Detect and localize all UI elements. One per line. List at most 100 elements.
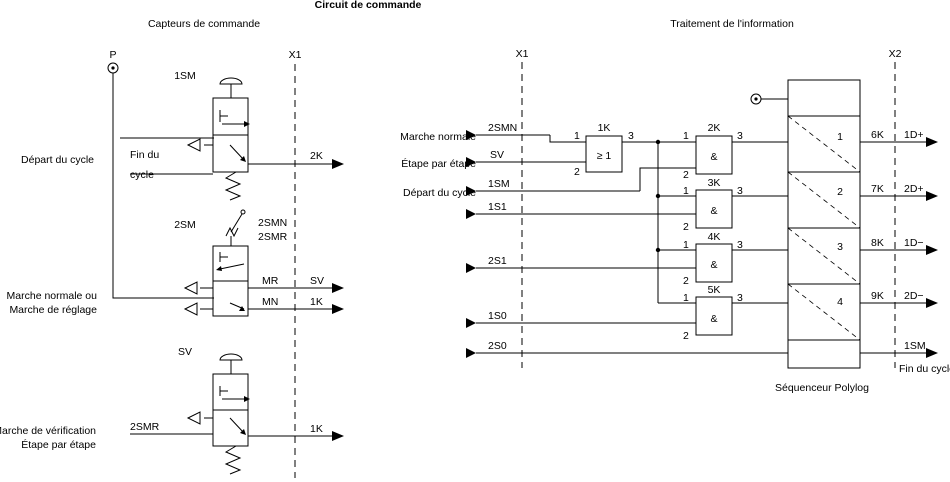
- sensor-1sm-description: Départ du cycle: [21, 154, 94, 166]
- step-1-number: 1: [837, 131, 843, 143]
- input-arrow-2smn: [466, 130, 476, 140]
- and-gate-2k-in1: 1: [683, 130, 689, 142]
- and-gate-2k-symbol: &: [710, 151, 717, 163]
- step-3-output: 1D−: [904, 237, 924, 249]
- logic-inputs: 2SMN SV 1SM 1S1 2S1 1S0 2S0: [466, 122, 788, 358]
- supply-line: [112, 73, 214, 299]
- and-gate-3k-out: 3: [737, 185, 743, 197]
- input-desc-marche-normale: Marche normale: [400, 131, 476, 143]
- input-arrow-2s1: [466, 263, 476, 273]
- sensor-2sm-out1: SV: [310, 275, 324, 287]
- and-gate-3k-symbol: &: [710, 205, 717, 217]
- input-arrow-2s0: [466, 348, 476, 358]
- pressure-source-icon: [107, 62, 119, 74]
- sensor-2sm: 2SM Marche normale ou Marche de réglage …: [7, 209, 344, 317]
- and-gate-3k-in2: 2: [683, 221, 689, 233]
- sensor-1sm-input-bottom: cycle: [130, 169, 154, 181]
- pushbutton-icon: [219, 353, 243, 361]
- and-gate-3k: 3K & 1 2 3: [683, 177, 788, 233]
- or-gate-in2: 2: [574, 166, 580, 178]
- sensor-sv-description-line2: Étape par étape: [21, 438, 96, 451]
- and-gate-2k-ref: 2K: [708, 122, 721, 134]
- sequencer-supply-icon: [750, 93, 788, 105]
- and-gate-3k-ref: 3K: [708, 177, 721, 189]
- or-gate-out: 3: [628, 130, 634, 142]
- sensor-2sm-out1-tag: MR: [262, 275, 279, 287]
- input-desc-etape-par-etape: Étape par étape: [401, 157, 476, 170]
- input-signal-2s1: 2S1: [488, 255, 507, 267]
- input-signal-2s0: 2S0: [488, 340, 507, 352]
- sensor-2sm-alt2: 2SMR: [258, 231, 288, 243]
- left-section-title: Capteurs de commande: [148, 18, 260, 30]
- bus-x2-label: X2: [889, 48, 902, 60]
- right-section-title: Traitement de l'information: [670, 18, 794, 30]
- or-gate-in1: 1: [574, 130, 580, 142]
- or-gate-1k: 1K ≥ 1 1 2 3: [549, 122, 696, 178]
- sensor-sv-output: 1K: [310, 423, 323, 435]
- step-4-output: 2D−: [904, 290, 924, 302]
- input-signal-1sm: 1SM: [488, 178, 510, 190]
- diagram-title: Circuit de commande: [315, 0, 422, 11]
- end-output: 1SM: [904, 340, 926, 352]
- or-gate-ref: 1K: [598, 122, 611, 134]
- sensor-1sm-output: 2K: [310, 150, 323, 162]
- step-1-ref: 6K: [871, 129, 884, 141]
- input-arrow-1s1: [466, 209, 476, 219]
- sequencer-label: Séquenceur Polylog: [775, 382, 869, 394]
- input-desc-depart-du-cycle: Départ du cycle: [403, 187, 476, 199]
- step-4-number: 4: [837, 296, 843, 308]
- sensor-1sm-ref: 1SM: [174, 70, 196, 82]
- and-gate-2k: 2K & 1 2 3: [683, 122, 788, 181]
- and-gate-4k-out: 3: [737, 239, 743, 251]
- sensor-sv-description-line1: Marche de vérification: [0, 425, 96, 437]
- and-gate-4k-symbol: &: [710, 259, 717, 271]
- input-signal-1s0: 1S0: [488, 310, 507, 322]
- input-arrow-sv: [466, 157, 476, 167]
- and-gate-2k-in2: 2: [683, 169, 689, 181]
- sensor-2sm-out2: 1K: [310, 296, 323, 308]
- bus-x1-label-left: X1: [289, 49, 302, 61]
- step-3-ref: 8K: [871, 237, 884, 249]
- and-gate-5k-ref: 5K: [708, 284, 721, 296]
- and-gate-4k: 4K & 1 2 3: [683, 231, 788, 287]
- pushbutton-icon: [219, 77, 243, 85]
- sensor-2sm-description-line2: Marche de réglage: [9, 304, 97, 316]
- and-gate-5k: 5K & 1 2 3: [683, 284, 788, 342]
- bus-x1-label-right: X1: [516, 48, 529, 60]
- sensor-sv-ref: SV: [178, 346, 192, 358]
- sensor-2sm-ref: 2SM: [174, 219, 196, 231]
- step-2-output: 2D+: [904, 183, 924, 195]
- and-gate-5k-in2: 2: [683, 330, 689, 342]
- and-gate-4k-ref: 4K: [708, 231, 721, 243]
- sensor-sv: SV Marche de vérification Étape par étap…: [0, 346, 344, 475]
- supply-label: P: [109, 49, 116, 61]
- sequencer-outputs: 6K 1D+ 7K 2D+ 8K 1D− 9K 2D− 1SM Fin du c…: [860, 129, 950, 375]
- and-gate-2k-out: 3: [737, 130, 743, 142]
- or-gate-symbol: ≥ 1: [597, 150, 612, 162]
- sequencer-polylog: 1 2 3 4 Séquenceur Polylog: [750, 79, 869, 394]
- and-gate-5k-out: 3: [737, 292, 743, 304]
- sensor-2sm-alt1: 2SMN: [258, 217, 287, 229]
- sensor-1sm: 1SM Départ du cycle Fin du cycle 2K: [21, 70, 344, 201]
- sensor-1sm-input-top: Fin du: [130, 149, 159, 161]
- and-gate-3k-in1: 1: [683, 185, 689, 197]
- start-to-2k: [639, 167, 696, 191]
- step-2-ref: 7K: [871, 183, 884, 195]
- step-3-number: 3: [837, 241, 843, 253]
- input-arrow-1sm: [466, 186, 476, 196]
- input-arrow-1s0: [466, 318, 476, 328]
- input-signal-1s1: 1S1: [488, 201, 507, 213]
- sensor-2sm-description-line1: Marche normale ou: [7, 290, 98, 302]
- sensor-2sm-out2-tag: MN: [262, 296, 278, 308]
- and-gate-5k-symbol: &: [710, 313, 717, 325]
- step-1-output: 1D+: [904, 129, 924, 141]
- and-gate-4k-in1: 1: [683, 239, 689, 251]
- input-signal-sv: SV: [490, 149, 504, 161]
- end-output-note: Fin du cycle: [899, 363, 950, 375]
- step-4-ref: 9K: [871, 290, 884, 302]
- input-signal-2smn: 2SMN: [488, 122, 517, 134]
- sensor-sv-input: 2SMR: [130, 421, 160, 433]
- step-2-number: 2: [837, 186, 843, 198]
- and-gate-4k-in2: 2: [683, 275, 689, 287]
